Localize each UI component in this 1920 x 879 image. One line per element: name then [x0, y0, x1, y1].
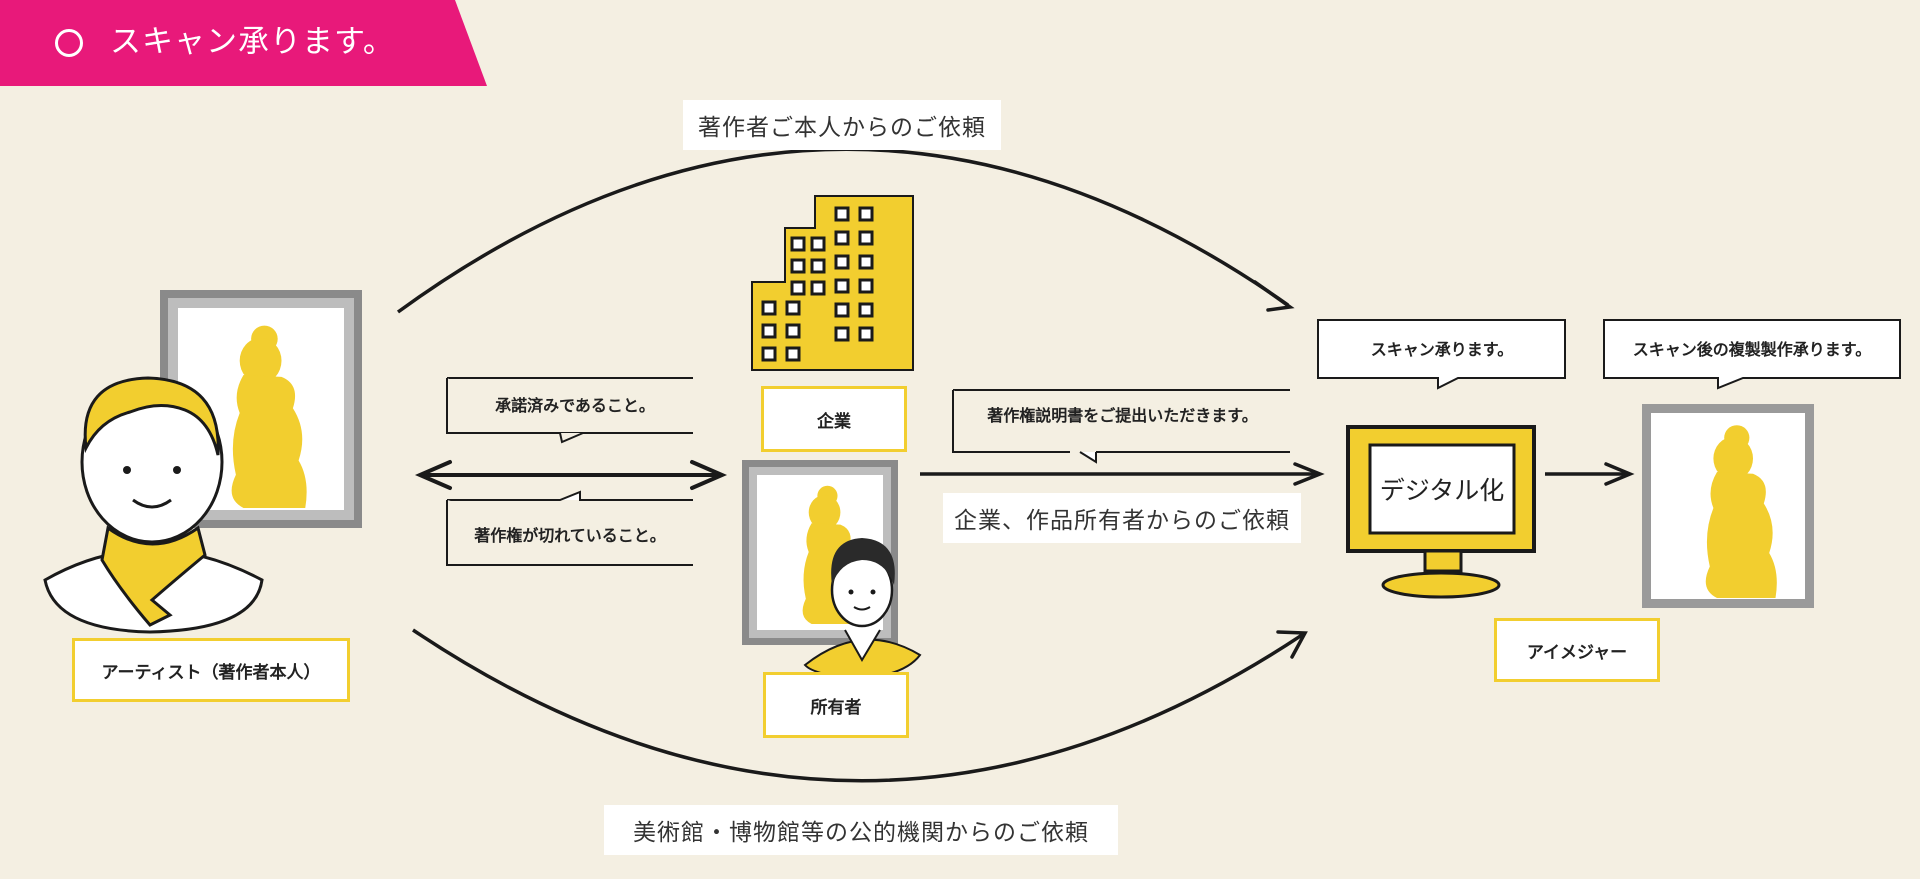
bubble-document-text: 著作権説明書をご提出いただきます。 — [987, 406, 1258, 425]
bubble-scan-text: スキャン承ります。 — [1370, 340, 1514, 359]
bubble-scan — [1317, 319, 1566, 390]
role-artist: アーティスト（著作者本人） — [72, 638, 350, 702]
bubble-document — [952, 389, 1290, 464]
double-arrow — [414, 460, 728, 490]
bubble-expired-text: 著作権が切れていること。 — [474, 526, 666, 545]
role-imager: アイメジャー — [1494, 618, 1660, 682]
artist-avatar — [43, 376, 264, 634]
bubble-consent-text: 承諾済みであること。 — [495, 396, 655, 415]
role-company: 企業 — [761, 386, 907, 452]
flow-bottom-arrow — [412, 628, 1308, 783]
bubble-expired — [446, 490, 693, 566]
bubble-reproduction — [1603, 319, 1901, 390]
flow-label-middle: 企業、作品所有者からのご依頼 — [943, 493, 1301, 543]
flow-middle-arrow — [920, 462, 1325, 486]
flow-label-top: 著作者ご本人からのご依頼 — [683, 100, 1001, 150]
owner-avatar — [803, 538, 922, 680]
reproduction-painting — [1642, 404, 1814, 608]
company-building — [751, 195, 914, 371]
owner-painting — [742, 460, 898, 645]
bubble-reproduction-text: スキャン後の複製製作承ります。 — [1632, 340, 1872, 359]
monitor-label: デジタル化 — [1379, 476, 1505, 505]
role-owner: 所有者 — [763, 672, 909, 738]
header-banner — [0, 0, 487, 86]
bubble-consent — [446, 377, 693, 444]
flow-label-bottom: 美術館・博物館等の公的機関からのご依頼 — [604, 805, 1118, 855]
header-circle-icon — [55, 29, 83, 57]
digitization-monitor — [1346, 425, 1536, 599]
output-arrow — [1545, 462, 1635, 486]
page-title: スキャン承ります。 — [110, 24, 395, 60]
